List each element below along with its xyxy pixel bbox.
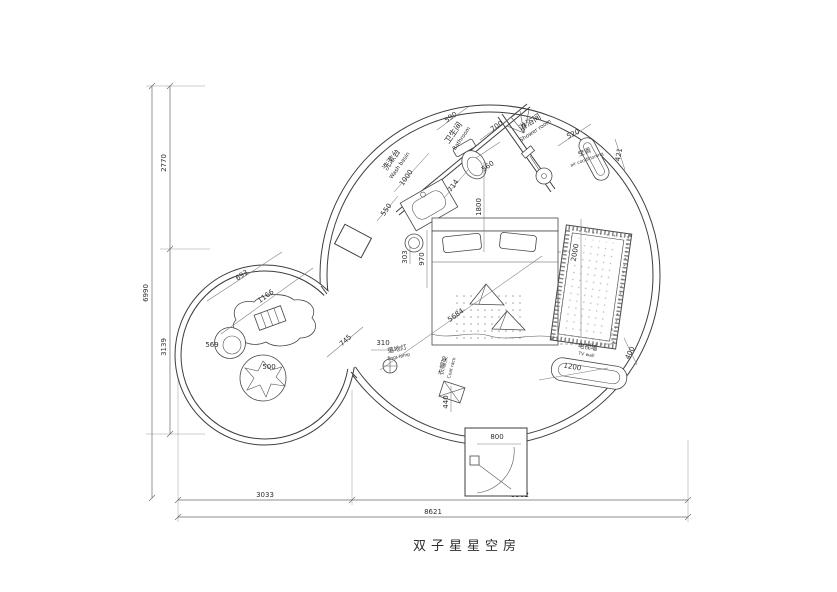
door-hinge	[469, 455, 480, 466]
interior-dimensions: 590 700 520 421 560 714 1000 550 1800 30…	[205, 106, 638, 445]
toilet-bowl	[461, 150, 487, 180]
ac-vent	[583, 142, 605, 176]
label-ac-zh: 空调	[576, 145, 591, 158]
blanket-triangle-1-fold	[478, 283, 487, 305]
round-seat-small-inner	[222, 335, 242, 355]
dim-line-left-segments	[166, 82, 174, 438]
label-tv-wall: 电视墙 TV wall	[577, 341, 599, 360]
tv-wall-unit	[550, 357, 628, 390]
label-floor-lamp-en: floor lamp	[387, 352, 411, 363]
label-coat-rack-en: Coat rack	[446, 356, 457, 379]
label-floor-lamp: 落地灯 floor lamp	[387, 342, 411, 363]
pillow-right	[499, 232, 537, 252]
dim-569: 569	[205, 341, 218, 349]
dim-421: 421	[614, 147, 624, 162]
label-tv-wall-zh: 电视墙	[577, 341, 598, 353]
blanket-triangle-2-fold	[499, 310, 508, 330]
dim-310: 310	[376, 339, 389, 347]
extension-lines-left	[146, 85, 210, 435]
air-conditioner	[578, 137, 610, 181]
toilet-bowl-inner	[466, 156, 484, 177]
door-leaf	[478, 464, 512, 490]
shower-valve	[520, 145, 536, 159]
shower-head	[535, 167, 553, 185]
coat-rack-cross	[438, 380, 466, 404]
dim-line-bottom-segments	[174, 496, 692, 504]
carpet-hatch-band	[550, 225, 632, 349]
dim-bottom-left: 3033	[256, 491, 274, 499]
dim-line-bottom-total	[174, 513, 692, 521]
bedside-stool	[404, 233, 424, 253]
extension-lines-bottom	[177, 368, 689, 522]
dim-1800: 1800	[475, 198, 483, 216]
dim-303: 303	[401, 250, 409, 263]
pillow-left	[442, 232, 482, 254]
pillow-left-shape	[442, 232, 482, 254]
door-swing-arc	[476, 446, 515, 494]
blanket-triangle-2	[491, 310, 526, 331]
bedside-stool-inner	[408, 237, 420, 249]
wall-niche-box	[333, 223, 373, 259]
bathroom-zone	[395, 103, 610, 232]
ladder-rungs	[260, 307, 280, 329]
table-ladder-object	[253, 305, 287, 331]
shower-spray-icon	[506, 109, 530, 134]
dim-440: 440	[442, 395, 450, 408]
ac-body	[578, 137, 610, 181]
dim-bottom-total: 8621	[424, 508, 442, 516]
shower-head-center	[541, 173, 547, 179]
washbasin-sink	[411, 190, 447, 220]
tv-cabinet-outer	[550, 357, 628, 390]
label-tv-wall-en: TV wall	[577, 351, 595, 360]
bed-headboard	[431, 217, 559, 232]
dim-500: 500	[262, 363, 275, 371]
carpet	[549, 224, 633, 350]
pillow-right-shape	[499, 232, 537, 252]
dim-line-overall-height	[148, 82, 156, 502]
dim-1200: 1200	[563, 362, 582, 373]
washbasin-faucet	[420, 191, 426, 198]
shower-valve-box	[520, 145, 536, 159]
tv-cabinet-inner	[558, 362, 621, 385]
crumpled-star-shape	[244, 360, 286, 398]
carpet-inner-dots	[562, 237, 620, 337]
shower-arm	[529, 155, 540, 171]
dim-970: 970	[418, 252, 426, 265]
dim-overall-height: 6990	[142, 284, 150, 302]
toilet	[452, 138, 487, 180]
dim-left-top: 2770	[160, 154, 168, 172]
bedroom-furniture	[382, 217, 633, 404]
passage-opening	[324, 284, 358, 374]
passage-wall-caps	[320, 285, 358, 379]
shower-set	[506, 109, 553, 185]
dimension-frame: 6990 2770 3139 3033 5582 8621	[142, 82, 692, 522]
coat-rack-unit	[438, 380, 466, 404]
label-floor-lamp-zh: 落地灯	[387, 342, 408, 355]
interior-dim-lines	[206, 106, 638, 445]
dim-800: 800	[490, 433, 503, 441]
wall-niche	[333, 223, 373, 259]
lounge-furniture	[214, 294, 316, 402]
round-seat-large	[239, 354, 287, 402]
dim-2000: 2000	[570, 243, 581, 262]
dim-left-bottom: 3139	[160, 338, 168, 356]
drawing-title: 双子星星空房	[413, 538, 521, 554]
